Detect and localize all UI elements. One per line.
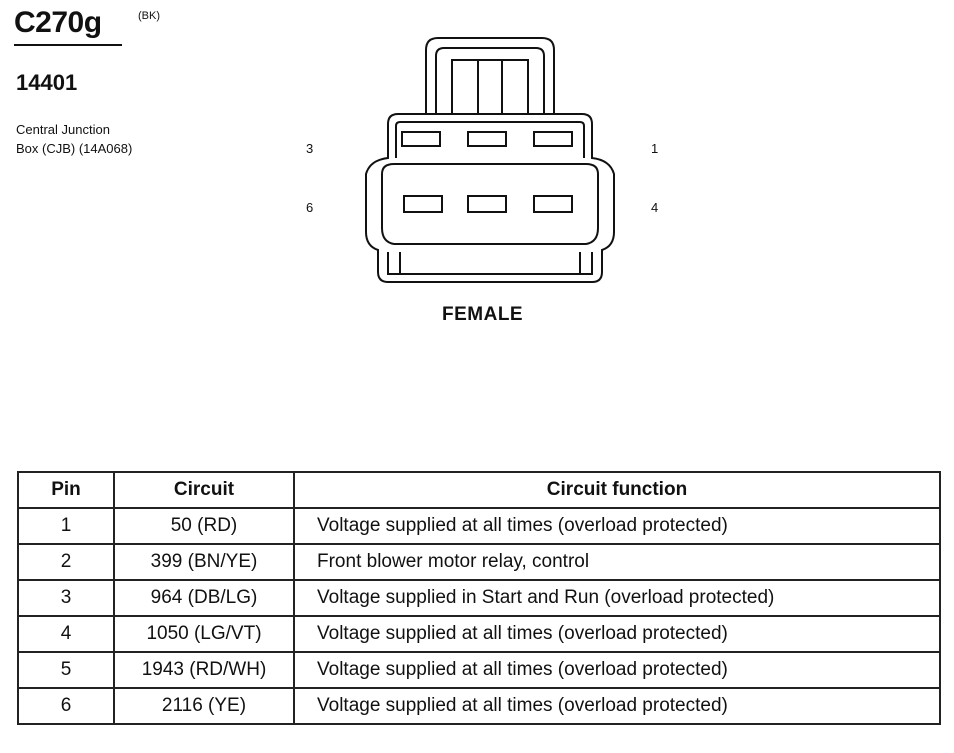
terminal-cavity-5: [467, 195, 507, 213]
pinout-table: Pin Circuit Circuit function 1 50 (RD) V…: [17, 471, 941, 725]
cell-circuit: 1943 (RD/WH): [113, 651, 295, 689]
connector-base-rail: [387, 252, 593, 275]
pin-label-top-right: 1: [651, 141, 659, 156]
cell-pin: 3: [17, 579, 115, 617]
header-pin: Pin: [17, 471, 115, 509]
part-number: 14401: [16, 70, 78, 95]
table-row: 1 50 (RD) Voltage supplied at all times …: [17, 507, 941, 545]
header-circuit: Circuit: [113, 471, 295, 509]
cell-function: Voltage supplied at all times (overload …: [293, 651, 941, 689]
upper-cavity-frame: [395, 121, 585, 158]
cell-pin: 1: [17, 507, 115, 545]
cell-circuit: 399 (BN/YE): [113, 543, 295, 581]
table-row: 6 2116 (YE) Voltage supplied at all time…: [17, 687, 941, 725]
connector-id-underline: [14, 44, 122, 46]
pin-label-bottom-left: 6: [306, 200, 314, 215]
table-row: 5 1943 (RD/WH) Voltage supplied at all t…: [17, 651, 941, 689]
location-line-1: Central Junction: [16, 122, 110, 137]
terminal-cavity-6: [403, 195, 443, 213]
cell-pin: 2: [17, 543, 115, 581]
terminal-cavity-4: [533, 195, 573, 213]
table-row: 4 1050 (LG/VT) Voltage supplied at all t…: [17, 615, 941, 653]
cell-circuit: 2116 (YE): [113, 687, 295, 725]
connector-face-diagram: [365, 37, 615, 283]
table-header-row: Pin Circuit Circuit function: [17, 471, 941, 509]
connector-id: C270g: [14, 6, 102, 39]
terminal-cavity-2: [467, 131, 507, 147]
cell-function: Front blower motor relay, control: [293, 543, 941, 581]
latch-inner: [435, 47, 545, 114]
cell-circuit: 1050 (LG/VT): [113, 615, 295, 653]
connector-color: (BK): [138, 10, 160, 22]
connector-body: [365, 113, 615, 283]
cell-pin: 5: [17, 651, 115, 689]
pin-label-bottom-right: 4: [651, 200, 659, 215]
cell-pin: 4: [17, 615, 115, 653]
connector-gender: FEMALE: [442, 304, 524, 325]
cell-function: Voltage supplied at all times (overload …: [293, 507, 941, 545]
latch-slot: [451, 59, 529, 114]
header-circuit-function: Circuit function: [293, 471, 941, 509]
cell-pin: 6: [17, 687, 115, 725]
cell-circuit: 964 (DB/LG): [113, 579, 295, 617]
cell-circuit: 50 (RD): [113, 507, 295, 545]
location-line-2: Box (CJB) (14A068): [16, 141, 133, 156]
pin-label-top-left: 3: [306, 141, 314, 156]
cell-function: Voltage supplied at all times (overload …: [293, 687, 941, 725]
cell-function: Voltage supplied at all times (overload …: [293, 615, 941, 653]
terminal-cavity-3: [401, 131, 441, 147]
connector-face: [381, 163, 599, 245]
terminal-cavity-1: [533, 131, 573, 147]
connector-location: Central Junction Box (CJB) (14A068): [16, 120, 132, 158]
latch-outer: [425, 37, 555, 114]
table-row: 2 399 (BN/YE) Front blower motor relay, …: [17, 543, 941, 581]
table-row: 3 964 (DB/LG) Voltage supplied in Start …: [17, 579, 941, 617]
cell-function: Voltage supplied in Start and Run (overl…: [293, 579, 941, 617]
